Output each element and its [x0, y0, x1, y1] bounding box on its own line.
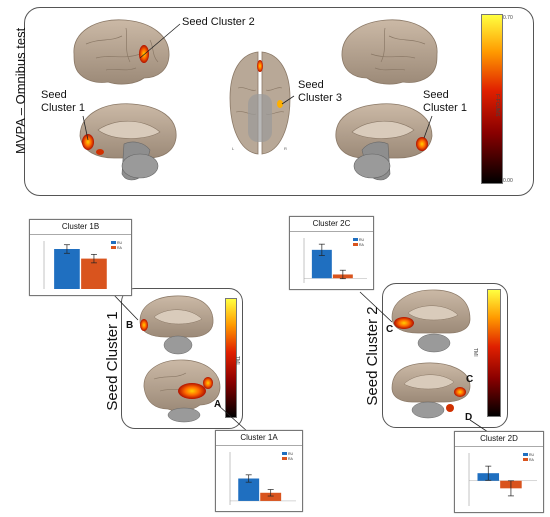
- brain-medial-left: [79, 103, 177, 181]
- cluster-1b-legend-label-ru: RU: [117, 241, 123, 245]
- cluster-2d-legend-label-ra: RA: [529, 458, 535, 462]
- seed2-brain-medial-top: [391, 289, 471, 353]
- cluster-1b-legend-swatch-ru: [111, 241, 116, 244]
- seed2-brain-medial-bottom: [391, 362, 471, 419]
- seed-cluster-1-right-label-line2: Cluster 1: [423, 102, 468, 114]
- cluster-1a-legend-label-ra: RA: [288, 457, 294, 461]
- seed1-colorbar: [225, 298, 237, 418]
- brain-lateral-left: [73, 19, 170, 85]
- cluster-1a-title: Cluster 1A: [216, 431, 302, 446]
- seed2-colorbar: [487, 289, 501, 417]
- cluster-2d-title: Cluster 2D: [455, 432, 543, 447]
- cluster-2d-legend-swatch-ra: [523, 458, 528, 461]
- letter-a: A: [214, 399, 222, 410]
- seed-cluster-1-left-label-line2: Cluster 1: [41, 102, 86, 114]
- letter-d: D: [465, 412, 473, 423]
- cluster-2c-legend-label-ru: RU: [359, 238, 365, 242]
- orient-right-label: R: [284, 146, 287, 151]
- seed-cluster-3-label-line2: Cluster 3: [298, 92, 343, 104]
- letter-b: B: [126, 320, 134, 331]
- seed-cluster-1-right-label-line1: Seed: [423, 89, 449, 101]
- cluster-1b-title: Cluster 1B: [30, 220, 131, 235]
- cluster-2c-title: Cluster 2C: [290, 217, 373, 232]
- cluster-2d-legend-swatch-ru: [523, 453, 528, 456]
- brain-medial-right: [335, 103, 433, 181]
- seed-cluster-1-left-label-line1: Seed: [41, 89, 67, 101]
- orient-left-label: L: [232, 146, 235, 151]
- letter-c-bottom: C: [466, 374, 474, 385]
- cluster-1b-bar-ra: [81, 258, 107, 289]
- seed-cluster-3-label-line1: Seed: [298, 79, 324, 91]
- omnibus-colorbar-max: 0.70: [503, 15, 513, 21]
- omnibus-connectors: [82, 23, 433, 141]
- seed1-brain-lateral: [143, 359, 221, 423]
- omnibus-colorbar: [481, 14, 503, 184]
- cluster-1b-legend-label-ra: RA: [117, 246, 123, 250]
- brain-lateral-right: [341, 19, 438, 85]
- omnibus-colorbar-min: 0.00: [503, 178, 513, 184]
- cluster-2c-legend-swatch-ra: [353, 243, 358, 246]
- cluster-1a-legend-label-ru: RU: [288, 452, 294, 456]
- cluster-2d-legend-label-ru: RU: [529, 453, 535, 457]
- cluster-1b-bar-ru: [54, 249, 80, 289]
- seed1-brain-medial: [139, 295, 214, 355]
- cluster-1a-legend-swatch-ra: [282, 457, 287, 460]
- cluster-2c-legend-swatch-ru: [353, 238, 358, 241]
- seed-cluster-2-label: Seed Cluster 2: [182, 16, 255, 28]
- brain-dorsal: L R: [229, 51, 291, 155]
- cluster-1a-bar-ra: [260, 492, 282, 501]
- cluster-1a-legend-swatch-ru: [282, 452, 287, 455]
- cluster-1b-legend-swatch-ra: [111, 246, 116, 249]
- cluster-1a-bar-ru: [238, 478, 260, 501]
- cluster-2c-legend-label-ra: RA: [359, 243, 365, 247]
- cluster-2c-bar-ru: [311, 249, 332, 279]
- letter-c-top: C: [386, 324, 394, 335]
